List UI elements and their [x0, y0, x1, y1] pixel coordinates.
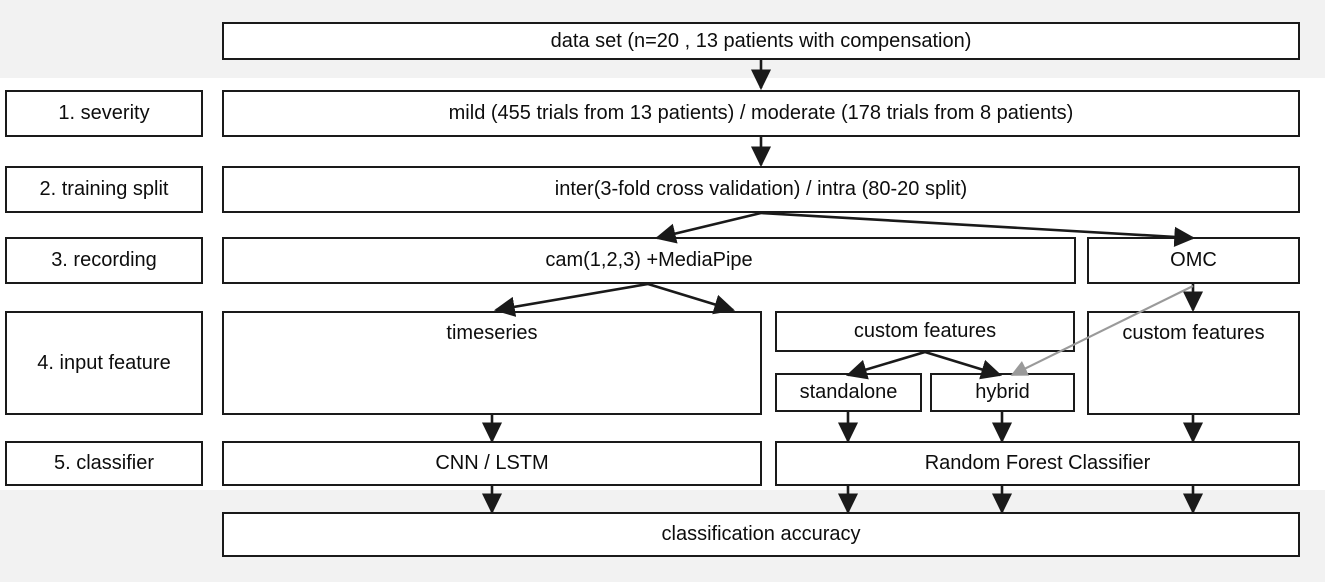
node-classifier-random-forest: Random Forest Classifier — [775, 441, 1300, 486]
stage-label-input-feature: 4. input feature — [5, 311, 203, 415]
node-recording-omc: OMC — [1087, 237, 1300, 284]
arrow-custom-to-standalone — [846, 350, 926, 380]
arrow-custom-to-hybrid — [924, 350, 1002, 380]
node-feature-custom-omc: custom features — [1087, 311, 1300, 415]
node-feature-hybrid: hybrid — [930, 373, 1075, 412]
node-severity: mild (455 trials from 13 patients) / mod… — [222, 90, 1300, 137]
node-dataset: data set (n=20 , 13 patients with compen… — [222, 22, 1300, 60]
node-feature-custom-cam: custom features — [775, 311, 1075, 352]
arrow-split-to-cam — [654, 211, 762, 244]
stage-label-severity: 1. severity — [5, 90, 203, 137]
node-training-split: inter(3-fold cross validation) / intra (… — [222, 166, 1300, 213]
stage-label-recording: 3. recording — [5, 237, 203, 284]
node-output-accuracy: classification accuracy — [222, 512, 1300, 557]
arrow-cam-to-custom-features — [647, 282, 735, 315]
node-feature-timeseries: timeseries — [222, 311, 762, 415]
arrow-cam-to-timeseries — [493, 282, 649, 317]
arrow-split-to-omc — [760, 211, 1196, 248]
stage-label-classifier: 5. classifier — [5, 441, 203, 486]
node-recording-cam: cam(1,2,3) +MediaPipe — [222, 237, 1076, 284]
node-feature-standalone: standalone — [775, 373, 922, 412]
node-classifier-cnn-lstm: CNN / LSTM — [222, 441, 762, 486]
stage-label-training-split: 2. training split — [5, 166, 203, 213]
